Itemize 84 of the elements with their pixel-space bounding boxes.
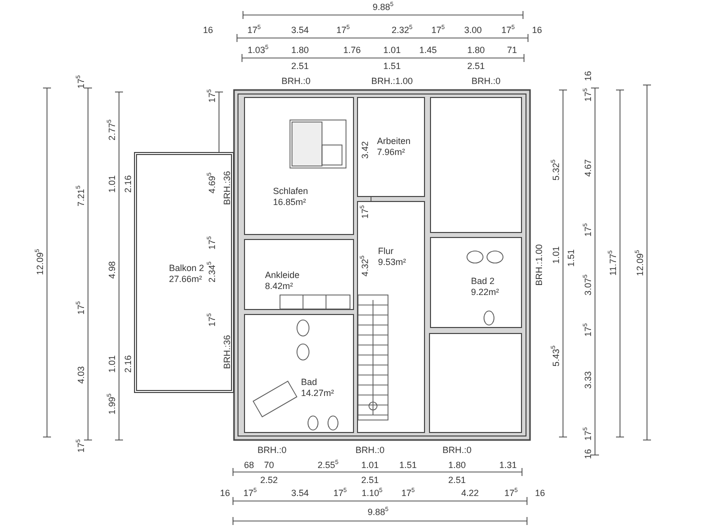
dimension-label: 2.51 [448,475,466,485]
room-area: 7.96m² [377,147,406,158]
dimension-label: 9.88$^{5}$ [372,2,394,12]
dimension-label: 1.31 [499,460,517,470]
room-outline [134,152,234,393]
dimension-label: 4.98 [107,261,117,279]
dimension-label: 17$^{5}$ [401,488,415,498]
room-name: Ankleide [265,270,300,281]
dimension-label: 1.51 [383,61,401,71]
dimension-label: 2.51 [361,475,379,485]
parapet-height-label: BRH.:1.00 [371,76,413,86]
dimension-label: 2.16 [123,175,133,193]
dimension-label: 1.01 [361,460,379,470]
dimension-label: 1.01 [107,355,117,373]
parapet-height-label: BRH.:0 [258,445,286,455]
dimension-label: 4.22 [461,488,479,498]
dimension-label: 17$^{5}$ [243,488,257,498]
room-outline [244,314,354,433]
dimension-label: 17$^{5}$ [431,25,445,35]
room-outline [244,239,354,310]
room-area: 27.66m² [169,274,202,285]
dimension-label: 9.88$^{5}$ [368,507,388,517]
room-name: Balkon 2 [169,263,204,274]
dimension-label: 17$^{5}$ [333,488,347,498]
room-name: Bad 2 [471,276,495,287]
room-outline [357,201,425,433]
dimension-label: 17$^{5}$ [501,25,515,35]
dimension-label: 1.01 [107,175,117,193]
dimension-label: 2.52 [260,475,278,485]
dimension-label: 16 [220,488,230,498]
room-area: 14.27m² [301,388,334,399]
dimension-label: 16 [583,71,593,81]
parapet-height-label: BRH.:0 [472,76,500,86]
dimension-label: 1.80 [467,45,485,55]
dimension-label: 1.45 [419,45,437,55]
dimension-label: 2.32$^{5}$ [392,25,412,35]
dimension-label: 70 [264,460,274,470]
room-outline [429,333,522,433]
dimension-label: 3.54 [291,25,309,35]
dimension-label: 17$^{5}$ [336,25,350,35]
room-name: Arbeiten [377,136,411,147]
dimension-label: 4.67 [583,159,593,177]
dimension-label: 1.76 [343,45,361,55]
dimension-label: 1.51 [566,249,576,267]
parapet-height-label: BRH.:1.00 [534,244,544,286]
room-name: Bad [301,377,318,388]
parapet-height-label: BRH.:36 [222,335,232,369]
room-name: Schlafen [273,186,308,197]
dimension-label: 1.51 [399,460,417,470]
dimension-label: 3.54 [291,488,309,498]
dimension-label: 3.42 [360,141,370,159]
dimension-label: 71 [507,45,517,55]
dimension-label: 3.00 [464,25,482,35]
parapet-height-label: BRH.:0 [356,445,384,455]
dimension-label: 16 [535,488,545,498]
dimension-label: 2.51 [467,61,485,71]
room-area: 9.22m² [471,287,500,298]
dimension-label: 17$^{5}$ [247,25,261,35]
dimension-label: 1.10$^{5}$ [362,488,382,498]
dimension-label: 1.80 [448,460,466,470]
dimension-label: 2.51 [291,61,309,71]
room-outline [430,97,522,233]
dimension-label: 2.16 [123,355,133,373]
parapet-height-label: BRH.:0 [442,445,472,455]
dimension-label: 3.33 [583,371,593,389]
room-area: 8.42m² [265,281,294,292]
room-outline [357,97,425,197]
room-name: Flur [378,246,394,257]
dimension-label: 16 [203,25,213,35]
dimension-label: 16 [532,25,542,35]
dimension-label: 1.01 [383,45,401,55]
dimension-label: 17$^{5}$ [504,488,518,498]
room-outline [430,237,522,328]
dimension-label: 16 [583,449,593,459]
parapet-height-label: BRH.:0 [282,76,310,86]
parapet-height-label: BRH.:36 [222,171,232,205]
dimension-label: 4.03 [76,366,86,384]
dimension-label: 2.55$^{5}$ [318,460,338,470]
dimension-label: 1.80 [291,45,309,55]
dimension-label: 68 [244,460,254,470]
dimension-label: 1.01 [551,246,561,264]
room-area: 16.85m² [273,197,306,208]
room-area: 9.53m² [378,257,406,268]
dimension-label: 1.03$^{5}$ [248,45,268,55]
